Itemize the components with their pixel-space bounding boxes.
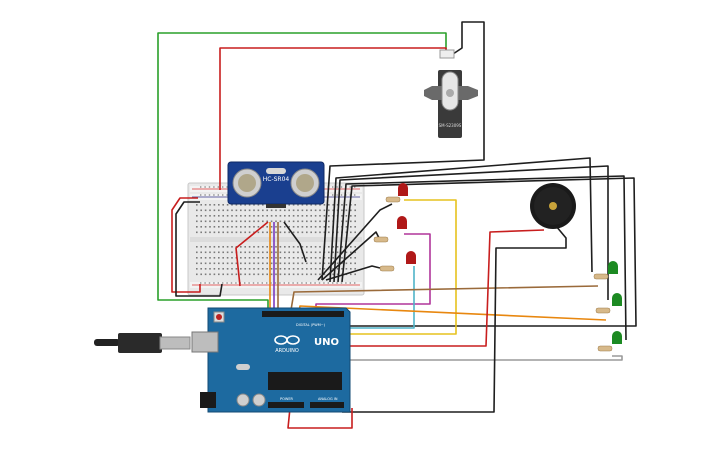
wire-red-buzzer <box>346 229 545 347</box>
wire-black-ground-5 <box>333 165 609 300</box>
red-led-1[interactable] <box>385 183 408 203</box>
arduino-power-label: POWER <box>280 397 294 401</box>
wire-red-power-loop <box>287 407 353 429</box>
piezo-buzzer[interactable] <box>530 183 576 229</box>
arduino-logo-text: ARDUINO <box>275 348 299 354</box>
usb-cable <box>94 333 191 353</box>
wire-red-bb-left <box>171 197 201 293</box>
servo-label: SM-S2309S <box>439 123 462 128</box>
arduino-uno[interactable]: ARDUINO UNO DIGITAL (PWM~) POWER ANALOG … <box>191 307 351 413</box>
arduino-model-text: UNO <box>314 337 339 348</box>
red-led-3[interactable] <box>379 251 416 272</box>
red-led-2[interactable] <box>373 216 407 243</box>
wire-black-buzzer <box>342 225 567 413</box>
wire-red-bb-inner <box>235 221 269 287</box>
wire-black-ground-6 <box>337 175 627 341</box>
wire-black-ground-1 <box>317 203 393 281</box>
wire-green-servo-signal <box>157 32 447 316</box>
green-led-3[interactable] <box>597 331 622 352</box>
wire-black-servo-ground <box>321 21 485 281</box>
sensor-label: HC-SR04 <box>263 176 290 183</box>
ultrasonic-sensor[interactable]: HC-SR04 <box>227 161 325 208</box>
breadboard-holes <box>196 186 356 284</box>
wire-black-bb-left <box>175 201 223 297</box>
wire-black-bb-inner <box>283 221 307 263</box>
green-led-2[interactable] <box>595 293 622 314</box>
wire-gray-gled3 <box>346 355 623 361</box>
wire-black-ground-7 <box>341 177 637 327</box>
wire-black-ground-4 <box>329 157 593 283</box>
arduino-digital-label: DIGITAL (PWM~) <box>296 323 326 327</box>
servo-motor[interactable]: SM-S2309S <box>424 49 478 138</box>
wire-black-ground-3 <box>325 265 381 281</box>
green-led-1[interactable] <box>593 261 618 280</box>
arduino-analog-label: ANALOG IN <box>318 397 338 401</box>
